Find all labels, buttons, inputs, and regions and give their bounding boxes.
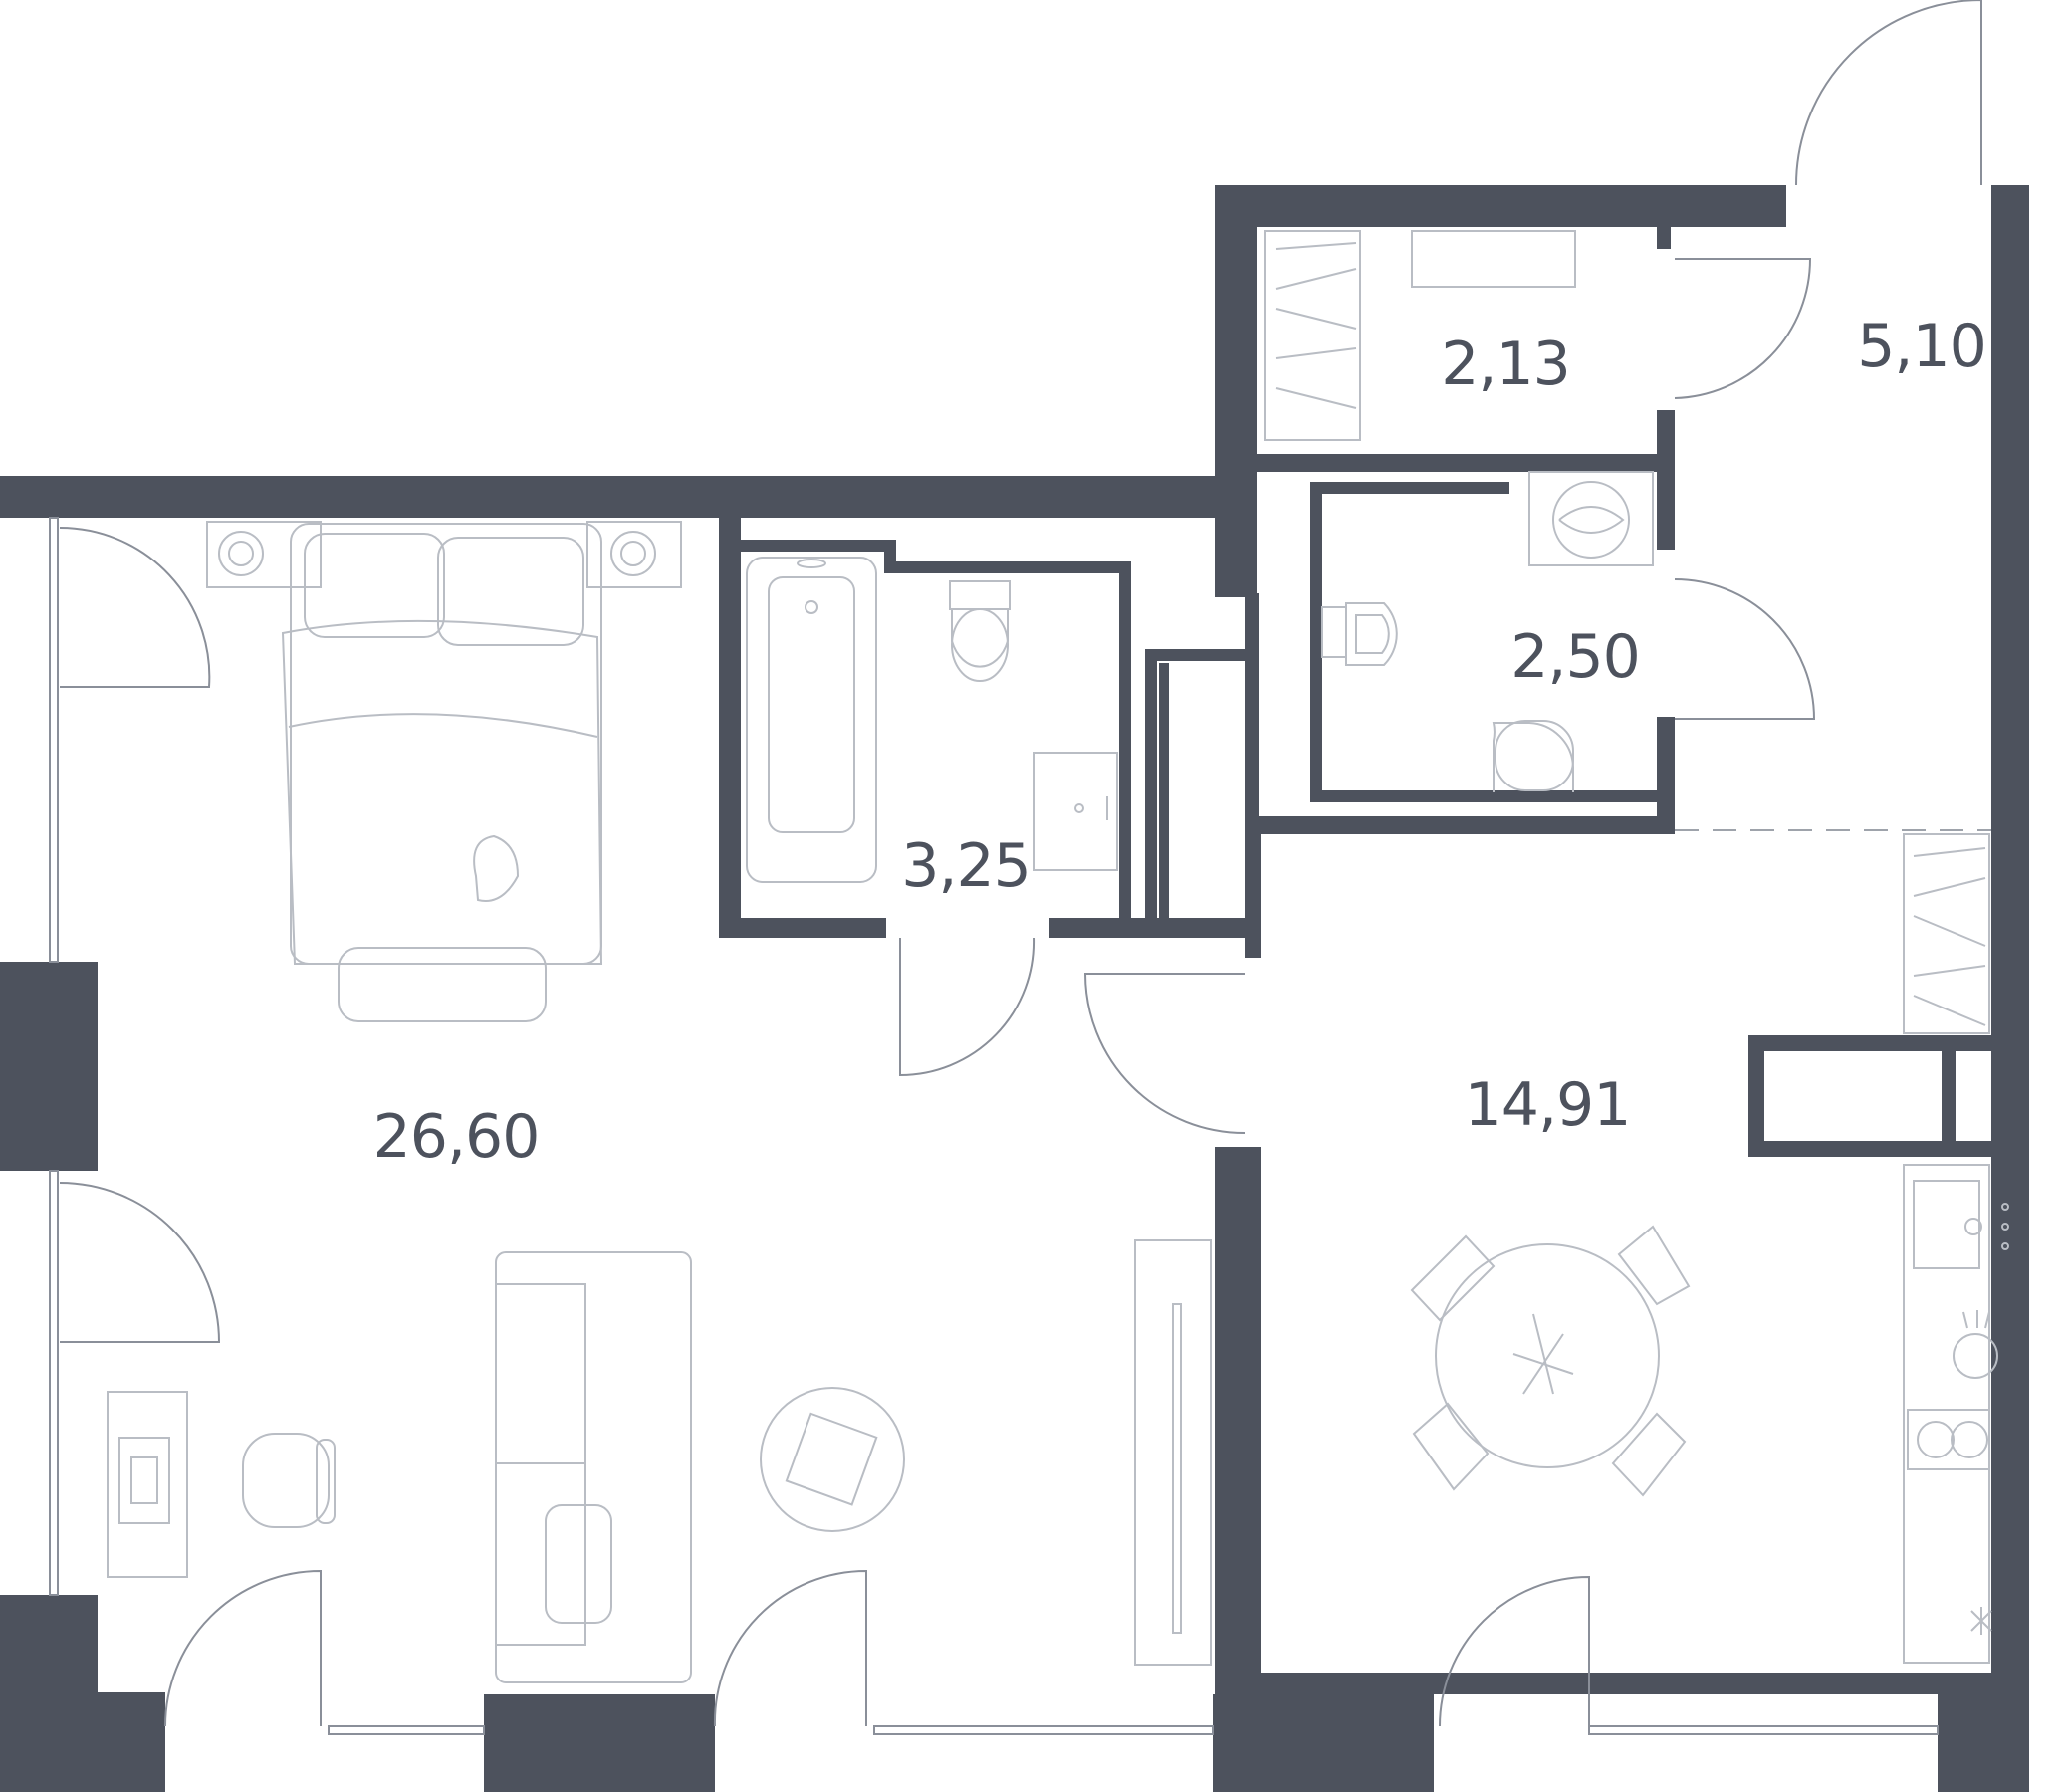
wall-bath-left <box>719 518 741 938</box>
sofa-icon <box>495 1251 692 1683</box>
wall-bath-outer-right <box>1215 518 1245 597</box>
window-left-1 <box>49 517 59 963</box>
wall-bottom-pillar-1 <box>484 1694 715 1792</box>
wall-shaft-left <box>1245 593 1259 834</box>
wall-shaft-left-line <box>1145 649 1157 930</box>
wall-bottom-pillar-3 <box>1938 1694 2029 1792</box>
room-area-living: 26,60 <box>373 1102 540 1172</box>
wall-left-bottom-ext <box>60 1692 165 1792</box>
wall-shaft-top <box>1145 649 1245 661</box>
balcony-door-4 <box>713 1569 867 1727</box>
storage-door <box>1674 258 1812 399</box>
wall-fridge-mid <box>1942 1035 1956 1157</box>
wall-kitchen-stub <box>1245 834 1261 958</box>
room-area-kitchen: 14,91 <box>1465 1070 1631 1140</box>
room-area-hall: 5,10 <box>1857 312 1986 381</box>
wc-toilet-icon <box>1321 602 1398 666</box>
living-door <box>1083 973 1246 1134</box>
wall-storage-wc <box>1257 454 1675 472</box>
bed-icon <box>206 521 682 1022</box>
bath-sink-icon <box>1033 752 1118 871</box>
wall-kitchen-left <box>1215 1147 1261 1704</box>
wall-storage-right-stub <box>1657 227 1671 249</box>
tv-unit-icon <box>1134 1239 1212 1666</box>
wall-wc-right-low <box>1657 717 1675 832</box>
wall-fridge-top <box>1748 1035 1991 1051</box>
walls <box>0 185 2029 1792</box>
storage-shelves <box>1264 230 1576 441</box>
furniture <box>107 230 2009 1683</box>
kitchen-counter <box>1903 1164 1990 1664</box>
fridge-icon <box>1970 1607 1992 1635</box>
area-labels: 2,13 5,10 2,50 3,25 26,60 14,91 <box>373 312 1987 1172</box>
dining-table-icon <box>1410 1225 1691 1497</box>
wall-bath-inner-top2 <box>884 561 1131 573</box>
doors <box>59 0 1982 1727</box>
kitchen-sink-icon <box>1913 1180 2009 1269</box>
bathroom-door <box>899 937 1036 1077</box>
bathtub-icon <box>746 557 877 883</box>
wall-fridge-bottom <box>1748 1141 1991 1157</box>
coffee-table-icon <box>760 1387 905 1532</box>
window-bottom-1 <box>328 1725 485 1735</box>
wall-wc-outer-bottom <box>1257 816 1675 834</box>
wc-sink-icon <box>1492 720 1574 792</box>
balcony-door-5 <box>1439 1575 1590 1727</box>
wall-bottom-pillar-2 <box>1213 1694 1434 1792</box>
window-bottom-3 <box>1588 1725 1939 1735</box>
wall-top-main <box>0 476 1255 518</box>
wall-wc-top <box>1310 482 1509 494</box>
washing-machine-icon <box>1528 471 1654 566</box>
balcony-door-1 <box>59 526 211 688</box>
wall-kitchen-bottom <box>1215 1673 1991 1694</box>
wall-left-pillar <box>0 962 98 1171</box>
wall-storage-right-low <box>1657 410 1675 550</box>
room-area-wc: 2,50 <box>1510 622 1640 692</box>
wall-shaft-inner <box>1159 663 1169 928</box>
bath-toilet-icon <box>949 580 1011 682</box>
wall-bath-inner-right <box>1119 561 1131 930</box>
window-bottom-2 <box>873 1725 1214 1735</box>
oven-icon <box>1953 1310 1998 1379</box>
wall-wc-bottom <box>1310 790 1657 802</box>
desk-icon <box>107 1391 188 1578</box>
wall-fridge-left <box>1748 1035 1764 1157</box>
hall-shelves <box>1903 833 1990 1034</box>
wall-left-top <box>0 476 54 506</box>
wall-bath-inner-top <box>741 540 890 552</box>
wc-door <box>1674 578 1816 720</box>
room-area-bathroom: 3,25 <box>901 831 1031 901</box>
balcony-door-2 <box>59 1182 221 1343</box>
wall-top-storage <box>1215 185 1786 227</box>
entrance-door <box>1795 0 1982 186</box>
wall-right <box>1991 185 2029 1758</box>
balcony-door-3 <box>164 1569 322 1727</box>
window-left-2 <box>49 1170 59 1596</box>
cooktop-icon <box>1907 1409 1990 1470</box>
wall-bath-bottom-l <box>719 918 886 938</box>
chair-icon <box>242 1433 336 1528</box>
room-area-storage: 2,13 <box>1441 330 1570 399</box>
wall-wc-left <box>1310 482 1322 800</box>
